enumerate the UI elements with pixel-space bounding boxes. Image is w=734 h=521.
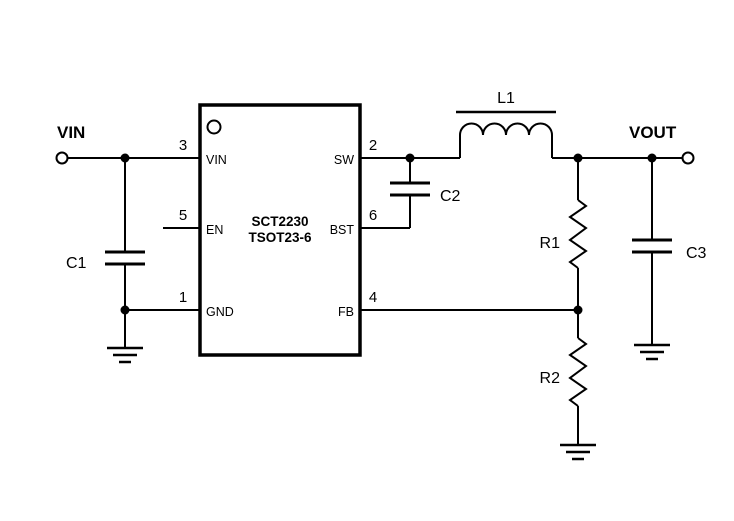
pin-label-en: EN [206,223,223,237]
capacitor-c1-icon [105,250,145,266]
resistor-r1-icon [568,199,588,269]
junction-dot [573,153,583,163]
component-label-c3: C3 [686,245,707,262]
pin-label-bst: BST [330,223,355,237]
ic-body [198,103,362,357]
pin-number-bst: 6 [369,207,377,224]
ground-icon-r2 [560,443,596,461]
component-label-c1: C1 [66,255,87,272]
pin-label-sw: SW [334,153,354,167]
junction-dot [573,305,583,315]
net-label-vin: VIN [57,123,85,142]
ground-icon-c1 [107,346,143,364]
pin-number-gnd: 1 [179,289,187,306]
ic-package: TSOT23-6 [248,230,312,245]
ic-part-number: SCT2230 [251,214,308,229]
pin-label-fb: FB [338,305,354,319]
pin-number-en: 5 [179,207,187,224]
resistor-r2-icon [568,337,588,407]
junction-dot [120,305,130,315]
junction-dot [405,153,415,163]
pin-number-vin: 3 [179,137,187,154]
pin-number-fb: 4 [369,289,377,306]
component-label-r1: R1 [540,235,561,252]
inductor-l1-icon [456,110,556,136]
terminal-vin [55,151,69,165]
pin-label-vin: VIN [206,153,227,167]
component-label-c2: C2 [440,188,461,205]
capacitor-c2-icon [390,181,430,197]
junction-dot [647,153,657,163]
junction-dots [120,153,657,315]
terminal-vout [681,151,695,165]
net-label-vout: VOUT [629,123,677,142]
ground-icon-c3 [634,343,670,361]
component-label-l1: L1 [497,90,515,107]
pin1-indicator-icon [206,119,222,135]
capacitor-c3-icon [632,238,672,254]
junction-dot [120,153,130,163]
pin-number-sw: 2 [369,137,377,154]
pin-label-gnd: GND [206,305,234,319]
component-label-r2: R2 [540,370,561,387]
